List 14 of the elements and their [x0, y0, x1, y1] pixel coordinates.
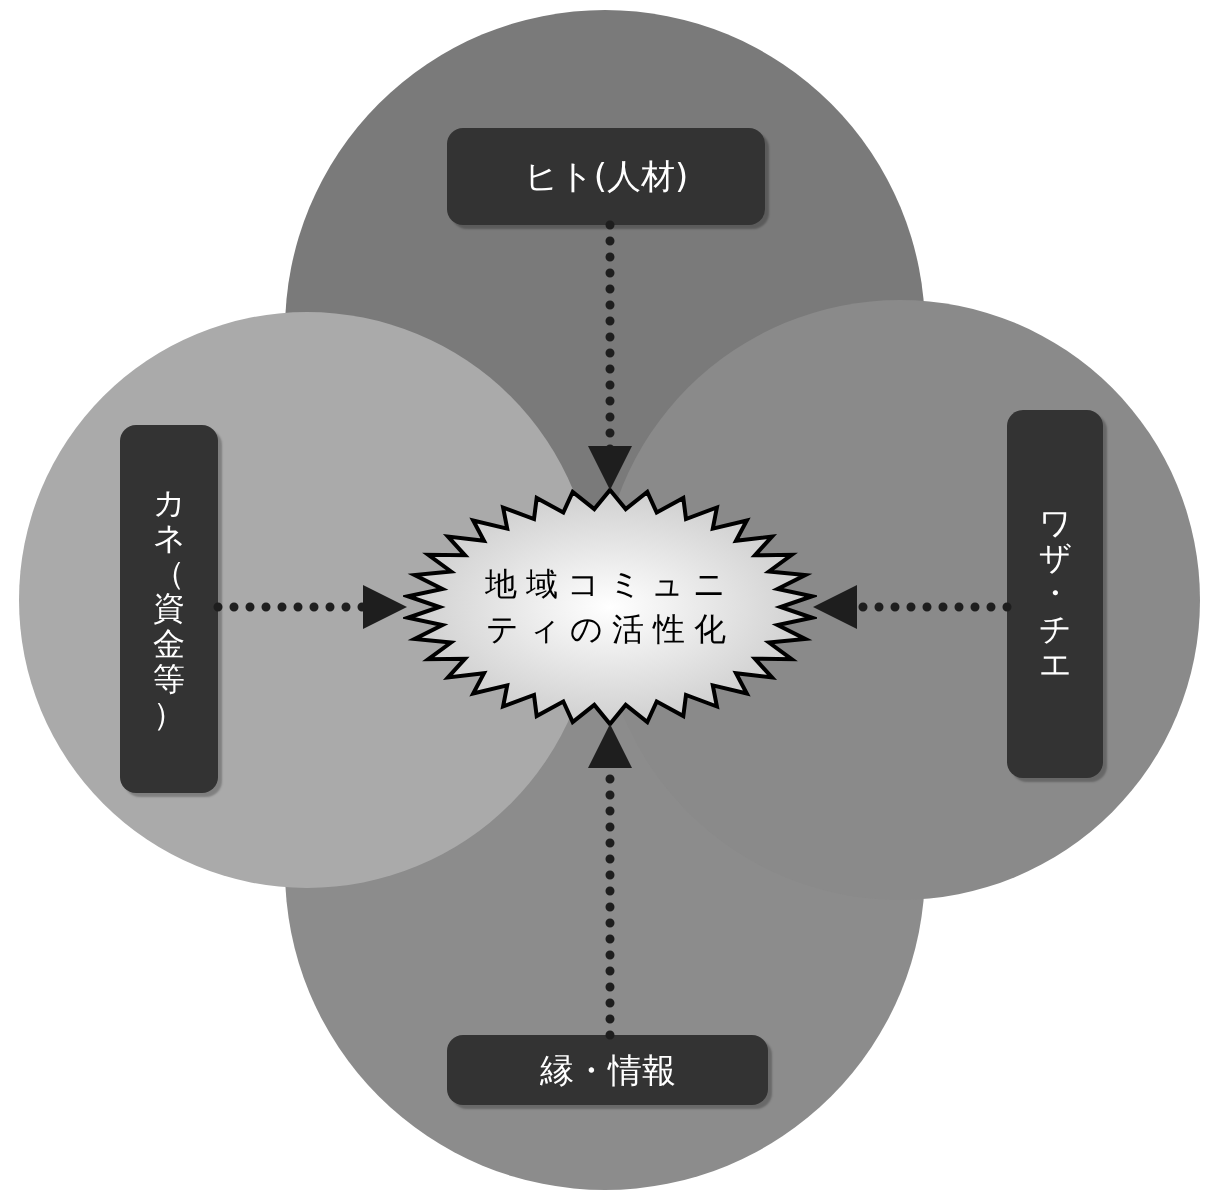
dotted-arrow: [588, 220, 632, 490]
dotted-arrow: [813, 585, 1012, 629]
label-box: [447, 128, 765, 225]
node-label: 縁・情報: [539, 1048, 676, 1092]
label-box: [120, 425, 218, 793]
label-box: [1007, 410, 1103, 778]
node-label: ワザ・チエ: [1039, 506, 1071, 682]
node-label: ヒト(人材): [523, 155, 689, 198]
node-label: カネ（資金等）: [153, 485, 185, 733]
dotted-arrow: [588, 724, 632, 1040]
dotted-arrow: [213, 585, 407, 629]
starburst-shape: [403, 486, 817, 728]
node-label: 地域コミュニティの活性化: [484, 564, 736, 650]
label-box: [447, 1035, 768, 1105]
